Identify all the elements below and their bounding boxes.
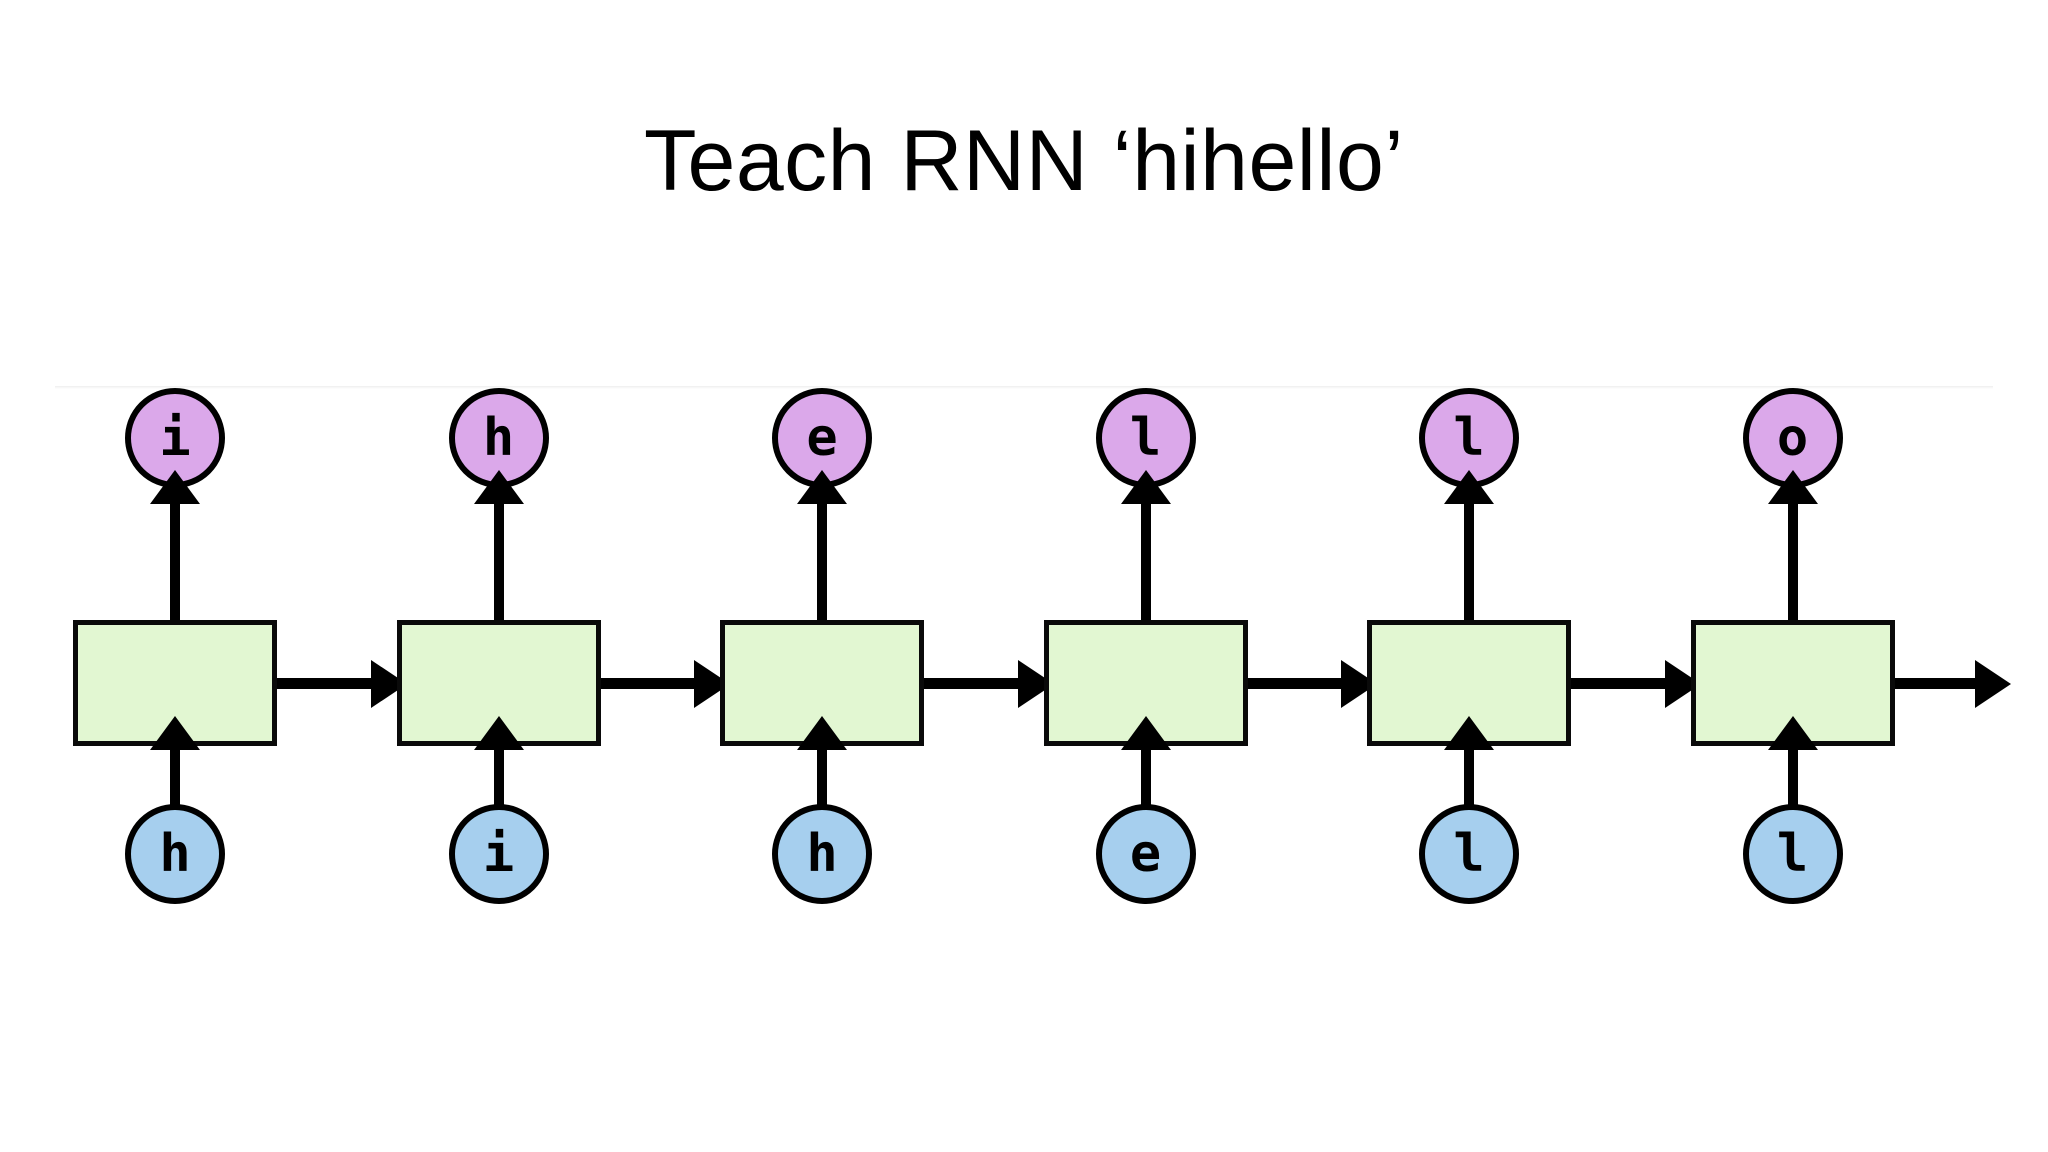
arrow-head-up-icon [797, 470, 847, 504]
arrow-head-up-icon [150, 716, 200, 750]
arrow-head-right-icon [1974, 660, 2011, 708]
arrow-head-up-icon [1120, 716, 1171, 750]
arrow-head-up-icon [473, 470, 524, 504]
arrow-cell-to-output-4 [1120, 470, 1171, 624]
arrow-head-up-icon [797, 716, 847, 750]
input-node-1[interactable]: h [125, 804, 225, 904]
hidden-state-arrow-4 [1247, 660, 1377, 708]
input-node-5[interactable]: l [1419, 804, 1519, 904]
arrow-head-up-icon [1444, 716, 1494, 750]
page-title: Teach RNN ‘hihello’ [644, 113, 1404, 209]
input-node-6[interactable]: l [1742, 804, 1843, 904]
input-node-2[interactable]: i [448, 804, 549, 904]
arrow-head-up-icon [1120, 470, 1171, 504]
hidden-state-arrow-6 [1894, 660, 2011, 708]
arrow-cell-to-output-3 [797, 470, 847, 624]
arrow-head-up-icon [1444, 470, 1494, 504]
hidden-state-arrow-2 [600, 660, 730, 708]
input-node-3[interactable]: h [772, 804, 872, 904]
arrow-cell-to-output-1 [150, 470, 200, 624]
arrow-input-to-cell-4 [1120, 716, 1171, 808]
hidden-state-arrow-3 [924, 660, 1054, 708]
arrow-head-up-icon [150, 470, 200, 504]
slide-divider-artifact [55, 386, 1993, 389]
output-node-6[interactable]: o [1742, 388, 1843, 488]
arrow-input-to-cell-1 [150, 716, 200, 808]
arrow-cell-to-output-2 [473, 470, 524, 624]
arrow-input-to-cell-2 [473, 716, 524, 808]
arrow-head-up-icon [1767, 470, 1818, 504]
arrow-input-to-cell-5 [1444, 716, 1494, 808]
arrow-head-up-icon [473, 716, 524, 750]
output-node-2[interactable]: h [448, 388, 549, 488]
arrow-input-to-cell-6 [1767, 716, 1818, 808]
hidden-state-arrow-1 [277, 660, 407, 708]
arrow-head-up-icon [1767, 716, 1818, 750]
input-node-4[interactable]: e [1095, 804, 1196, 904]
arrow-cell-to-output-6 [1767, 470, 1818, 624]
arrow-cell-to-output-5 [1444, 470, 1494, 624]
arrow-input-to-cell-3 [797, 716, 847, 808]
hidden-state-arrow-5 [1571, 660, 1701, 708]
